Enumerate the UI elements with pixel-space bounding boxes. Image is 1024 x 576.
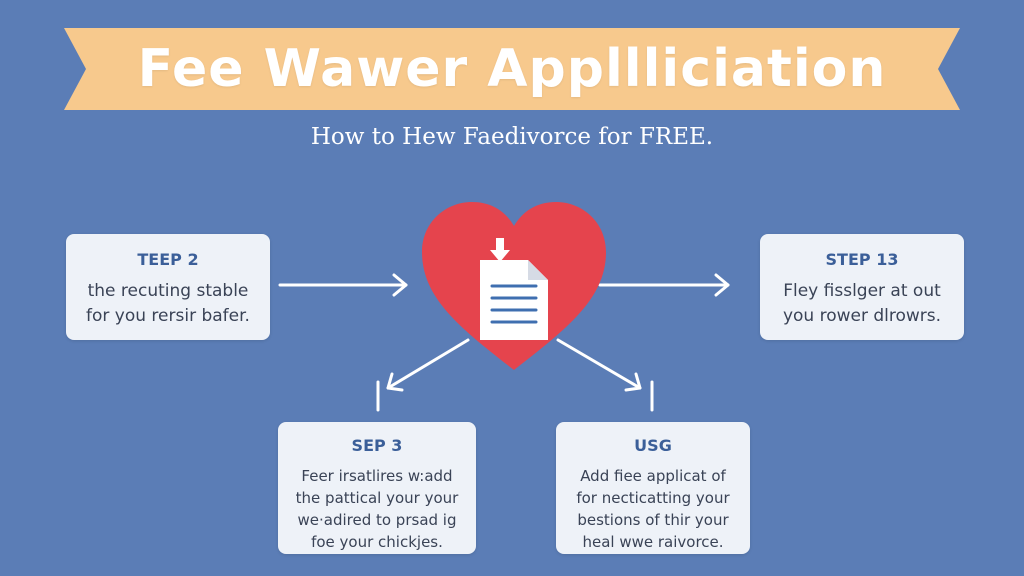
step-card-right: STEP 13 Fley fisslger at out you rower d…: [760, 234, 964, 340]
step-text: Fley fisslger at out you rower dlrowrs.: [760, 279, 964, 329]
step-text-line: foe your chickjes.: [311, 533, 443, 551]
arrow-center-to-bottom-left: [376, 338, 470, 412]
step-text-line: the recuting stable: [87, 281, 249, 301]
document-icon: [480, 260, 548, 340]
arrow-left-to-center: [278, 273, 408, 297]
step-text-line: you rower dlrowrs.: [782, 306, 942, 326]
step-card-bottom-left: SEP 3 Feer irsatlires w:add the pattical…: [278, 422, 476, 554]
download-arrow-icon: [490, 238, 510, 262]
step-text: Add fiee applicat of for necticatting yo…: [556, 465, 750, 553]
ribbon-shape: [64, 28, 960, 110]
step-text-line: the pattical your your: [295, 489, 459, 507]
banner-title: Fee Wawer Appllliciation: [137, 39, 887, 99]
step-text-line: Fley fisslger at out: [783, 281, 941, 301]
step-label: USG: [634, 436, 672, 455]
step-text: Feer irsatlires w:add the pattical your …: [278, 465, 476, 553]
step-text-line: bestions of thir your: [577, 511, 729, 529]
step-label: STEP 13: [825, 250, 899, 269]
step-card-left: TEEP 2 the recuting stable for you rersi…: [66, 234, 270, 340]
step-label: TEEP 2: [137, 250, 199, 269]
step-text-line: Feer irsatlires w:add: [301, 467, 453, 485]
title-banner: Fee Wawer Appllliciation: [64, 28, 960, 110]
step-text-line: for you rersir bafer.: [86, 306, 250, 326]
step-label: SEP 3: [351, 436, 403, 455]
step-text-line: for necticatting your: [576, 489, 730, 507]
step-text-line: heal wwe raivorce.: [582, 533, 724, 551]
step-text: the recuting stable for you rersir bafer…: [66, 279, 270, 329]
arrow-center-to-bottom-right: [556, 338, 654, 412]
step-text-line: Add fiee applicat of: [580, 467, 726, 485]
step-card-bottom-right: USG Add fiee applicat of for necticattin…: [556, 422, 750, 554]
step-text-line: we·adired to prsad ig: [297, 511, 457, 529]
subtitle: How to Hew Faedivorce for FREE.: [310, 124, 714, 150]
arrow-center-to-right: [598, 273, 730, 297]
heart-icon: [420, 200, 608, 380]
